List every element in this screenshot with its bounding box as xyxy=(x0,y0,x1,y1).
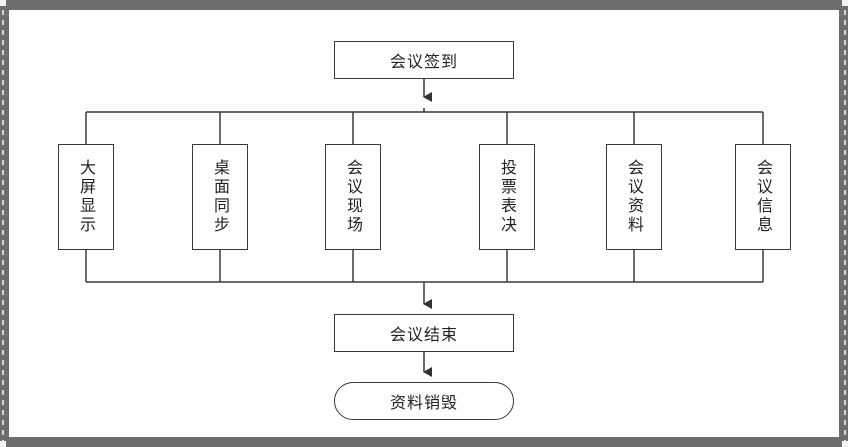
left-dashed-edge xyxy=(2,0,4,447)
corner-mark xyxy=(842,441,848,447)
right-dashed-edge xyxy=(844,0,846,447)
meeting-checkin-box: 会议签到 xyxy=(334,41,514,79)
branch-box-big-screen: 大屏显示 xyxy=(58,144,114,250)
materials-destroy-terminal: 资料销毁 xyxy=(334,382,514,420)
branch-box-desktop-sync: 桌面同步 xyxy=(192,144,248,250)
branch-box-meeting-materials: 会议资料 xyxy=(606,144,662,250)
corner-mark xyxy=(842,0,848,6)
corner-mark xyxy=(0,0,6,6)
corner-mark xyxy=(0,441,6,447)
meeting-end-box: 会议结束 xyxy=(334,314,514,352)
branch-box-meeting-info: 会议信息 xyxy=(735,144,791,250)
branch-box-meeting-site: 会议现场 xyxy=(325,144,381,250)
branch-box-voting: 投票表决 xyxy=(479,144,535,250)
